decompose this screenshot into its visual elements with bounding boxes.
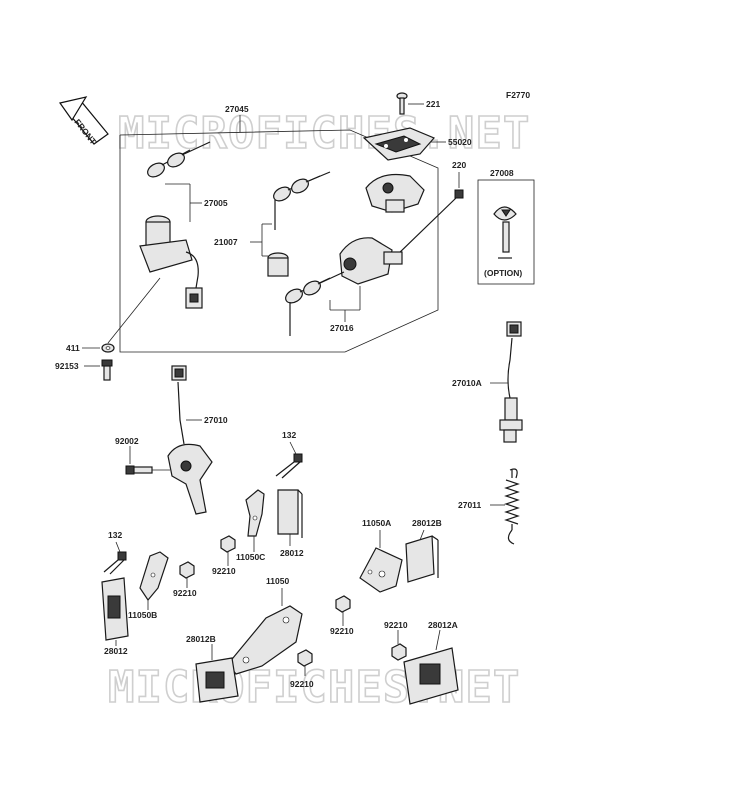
nut-92210-d	[297, 649, 313, 667]
label-55020: 55020	[448, 137, 472, 147]
label-11050B: 11050B	[128, 610, 157, 620]
front-arrow-icon: FRONT	[58, 96, 109, 147]
bolt-132-lower	[103, 551, 127, 575]
label-11050C: 11050C	[236, 552, 265, 562]
nut-92210-c	[179, 561, 195, 579]
plate-55020	[362, 127, 436, 161]
bolt-92002	[125, 465, 153, 475]
label-92210-d: 92210	[290, 679, 314, 689]
label-28012B-left: 28012B	[186, 634, 216, 644]
kit-outline	[119, 129, 439, 353]
pad-28012-mid	[277, 489, 303, 538]
label-27005: 27005	[204, 198, 228, 208]
pad-28012-lower	[101, 577, 129, 641]
screw-221	[396, 92, 408, 115]
label-28012-lower: 28012	[104, 646, 128, 656]
label-27016: 27016	[330, 323, 354, 333]
bracket-11050B	[139, 551, 169, 602]
label-92210-e: 92210	[384, 620, 408, 630]
lock-bracket	[365, 173, 425, 213]
bolt-92153	[101, 359, 113, 381]
label-11050A: 11050A	[362, 518, 391, 528]
label-27011: 27011	[458, 500, 481, 510]
label-27010A: 27010A	[452, 378, 482, 388]
label-28012A: 28012A	[428, 620, 458, 630]
keys-21007	[273, 171, 331, 230]
label-92210-a: 92210	[212, 566, 236, 576]
label-411: 411	[66, 343, 80, 353]
label-132-upper: 132	[282, 430, 296, 440]
keys-27005	[147, 141, 211, 178]
label-92210-b: 92210	[330, 626, 354, 636]
bracket-11050	[227, 605, 303, 675]
washer-411	[101, 343, 115, 353]
option-label: (OPTION)	[484, 268, 522, 278]
pad-28012B-right	[405, 535, 439, 583]
bracket-11050A	[359, 547, 403, 593]
nut-92210-b	[335, 595, 351, 613]
bolt-132-upper	[275, 453, 303, 479]
nut-92210-a	[220, 535, 236, 553]
label-92153: 92153	[55, 361, 79, 371]
label-27045: 27045	[225, 104, 249, 114]
pad-28012B-left	[195, 657, 239, 703]
seat-lock-27016	[339, 237, 403, 285]
label-220: 220	[452, 160, 466, 170]
spring-27011	[504, 468, 520, 545]
option-box	[477, 179, 535, 285]
ignition-switch	[139, 215, 203, 309]
label-132-lower: 132	[108, 530, 122, 540]
label-27008: 27008	[490, 168, 514, 178]
label-27010: 27010	[204, 415, 228, 425]
pad-28012A	[403, 647, 459, 705]
label-28012B-right: 28012B	[412, 518, 442, 528]
label-11050: 11050	[266, 576, 289, 586]
bracket-11050C	[245, 489, 265, 537]
label-92210-c: 92210	[173, 588, 197, 598]
label-28012-mid: 28012	[280, 548, 304, 558]
nut-92210-e	[391, 643, 407, 661]
label-21007: 21007	[214, 237, 238, 247]
bolt-220	[395, 189, 464, 257]
watermark-bottom: MICROFICHES.NET	[108, 662, 520, 713]
figure-code: F2770	[506, 90, 530, 100]
watermark-top: MICROFICHES.NET	[118, 108, 530, 159]
brake-switch-27010A	[499, 321, 523, 443]
label-92002: 92002	[115, 436, 139, 446]
lock-cylinder-21007	[267, 252, 289, 277]
brake-switch-27010	[167, 365, 213, 515]
keys-27016	[285, 271, 345, 336]
label-221: 221	[426, 99, 440, 109]
option-key-icon	[493, 206, 517, 259]
